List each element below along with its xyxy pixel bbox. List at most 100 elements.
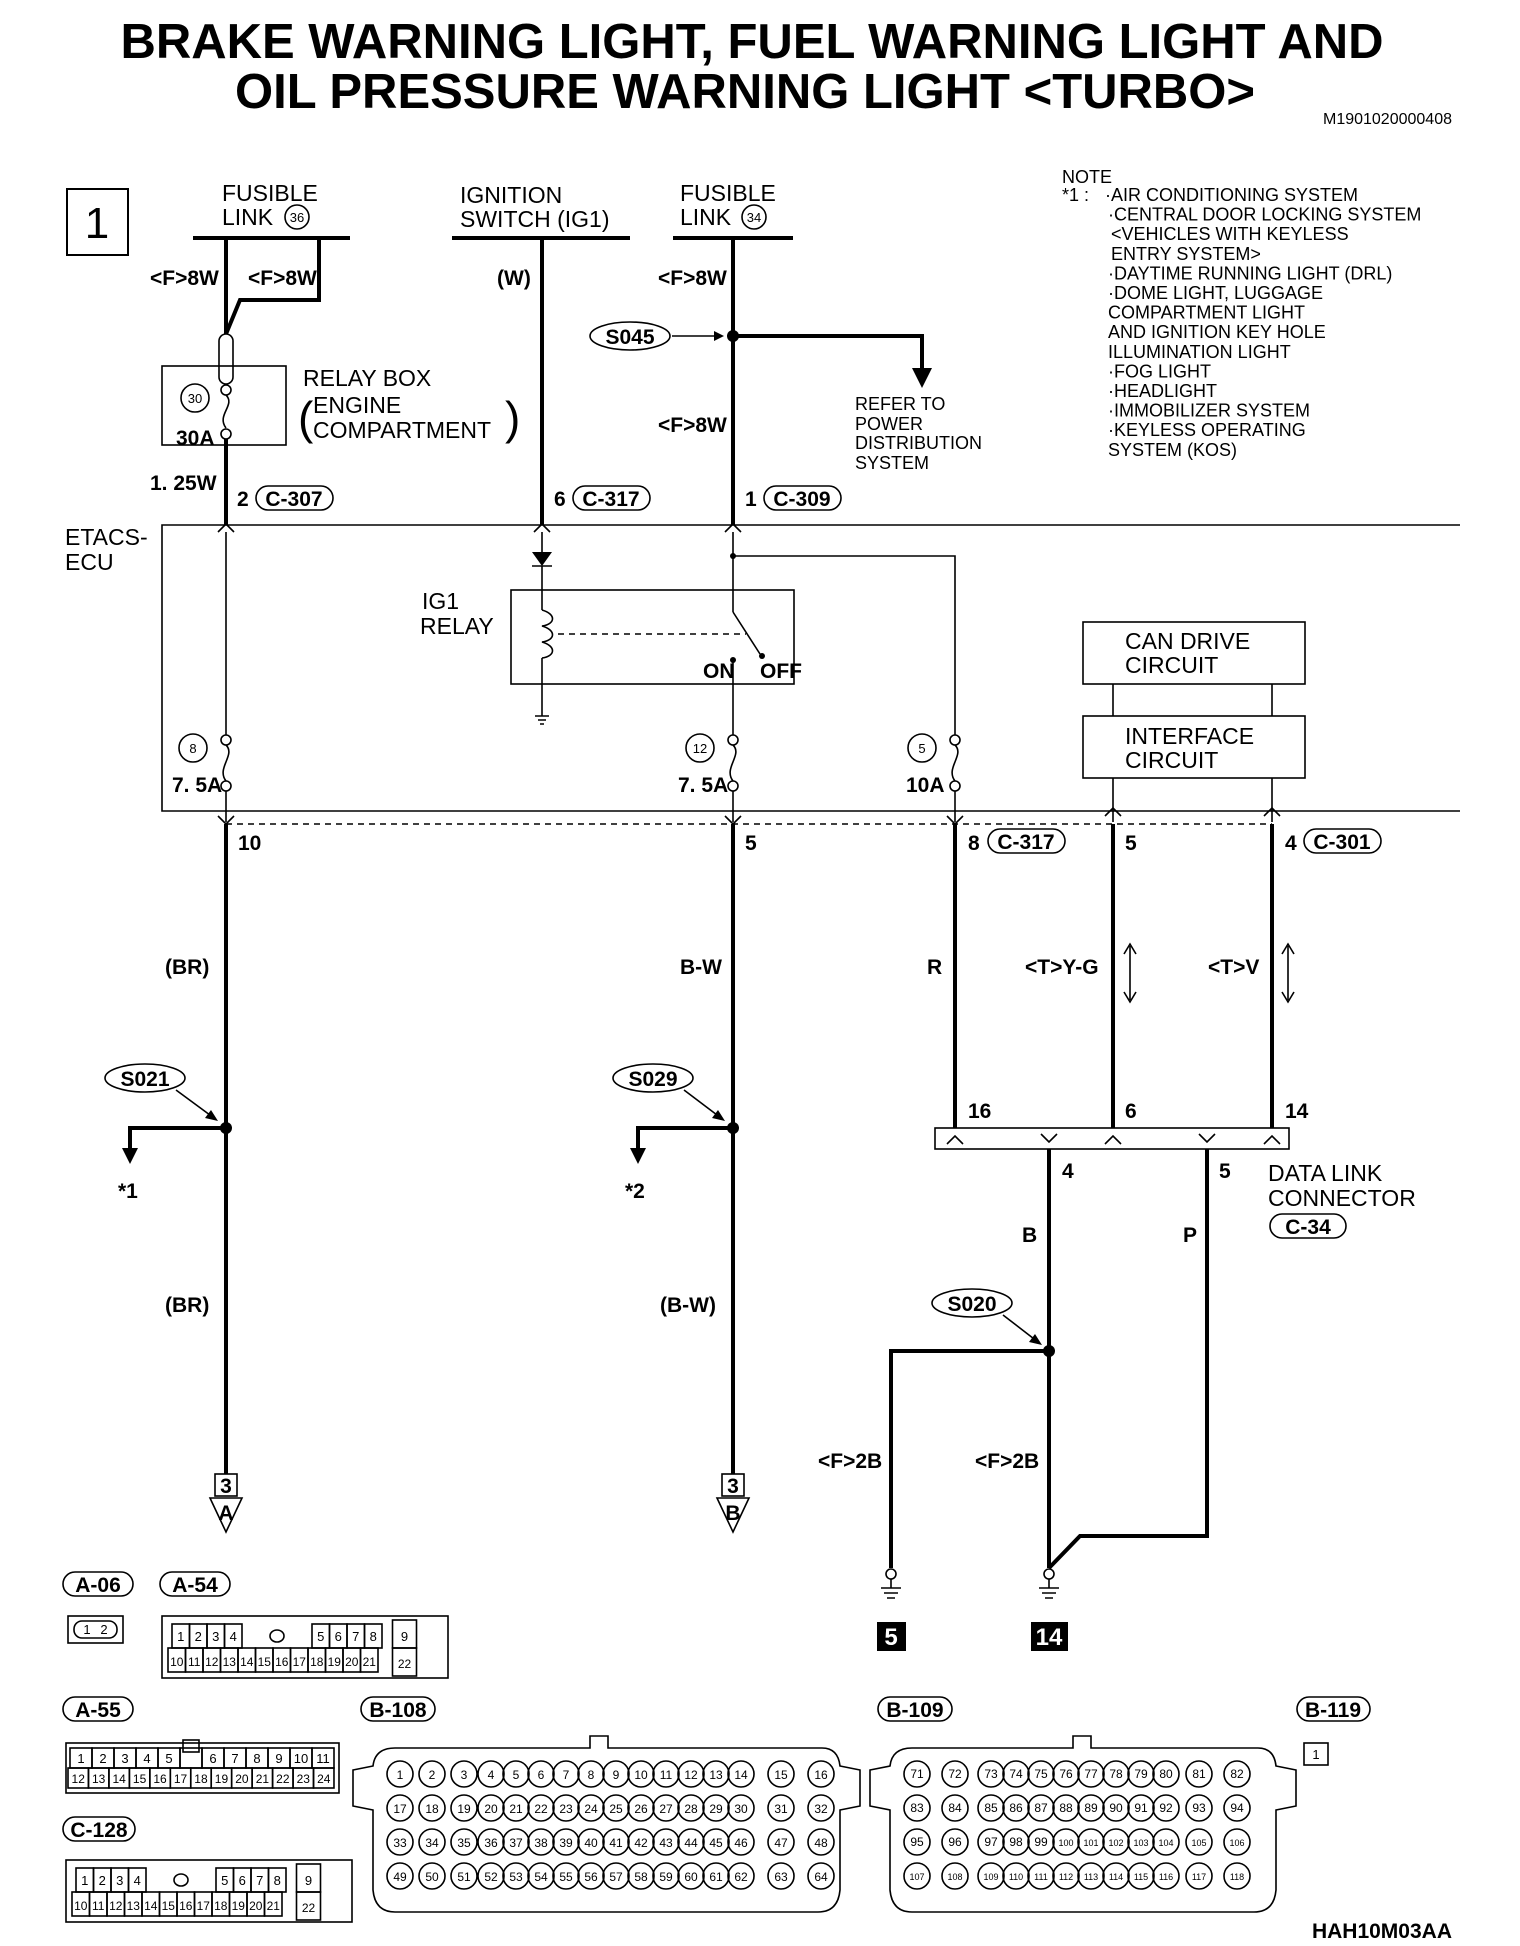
note-item: ·FOG LIGHT	[1108, 361, 1211, 381]
connector-pin-number: 44	[684, 1836, 698, 1850]
connector-pin-number: 8	[253, 1751, 260, 1766]
connector-pin	[418, 1828, 446, 1856]
connector-pin	[577, 1828, 605, 1856]
connector-pin	[577, 1862, 605, 1890]
connector-pin-number: 111	[1034, 1872, 1048, 1882]
ig1-relay-contact-off	[759, 653, 765, 659]
connector-pin-number: 22	[302, 1901, 316, 1915]
connector-pin-number: 46	[734, 1836, 748, 1850]
relay-box-paren-right: )	[505, 392, 520, 444]
connector-pin-number: 1	[177, 1629, 184, 1644]
connector-pin-number: 5	[221, 1873, 228, 1888]
fusible-link-36-num: 36	[290, 210, 304, 225]
connector-pin-number: 5	[317, 1629, 324, 1644]
connector-pin	[450, 1828, 478, 1856]
connector-pin-number: 17	[174, 1772, 188, 1786]
page-number-box	[66, 188, 129, 256]
splice-s029: S029	[628, 1068, 677, 1091]
fuse-5-symbol	[951, 744, 959, 782]
note-item: ·HEADLIGHT	[1108, 381, 1217, 401]
relay-box-label-3: COMPARTMENT	[313, 417, 491, 443]
connector-pin	[767, 1828, 795, 1856]
connector-pin-number: 96	[948, 1835, 962, 1849]
splice-s020: S020	[947, 1293, 996, 1316]
connector-pin-number: 109	[983, 1872, 998, 1882]
continuation-a-triangle	[208, 1497, 244, 1534]
connector-pin-number: 41	[609, 1836, 623, 1850]
connector-pin	[1102, 1828, 1130, 1856]
connector-pin-number: 18	[194, 1772, 208, 1786]
connector-pin	[627, 1760, 655, 1788]
connector-pin	[552, 1760, 580, 1788]
connector-pin	[450, 1794, 478, 1822]
fuse-5-num-circle	[907, 733, 937, 763]
connector-pin-number: 2	[429, 1768, 436, 1782]
connector-pin	[552, 1794, 580, 1822]
connector-pin-number: 1	[81, 1873, 88, 1888]
wire-label-r: R	[927, 956, 942, 979]
refer-to-line-1: REFER TO	[855, 394, 945, 414]
connector-pin-number: 19	[457, 1802, 471, 1816]
connector-pin-number: 95	[910, 1835, 924, 1849]
connector-pin-number: 1	[397, 1768, 404, 1782]
connector-pin	[767, 1794, 795, 1822]
ig1-relay-label-1: IG1	[422, 588, 459, 614]
connector-pin	[602, 1794, 630, 1822]
wire-label-br-2: (BR)	[165, 1294, 209, 1317]
ecu-entry-arrow-right	[724, 522, 742, 533]
connector-pin	[418, 1760, 446, 1788]
refer-to-line-2: POWER	[855, 414, 923, 434]
note-item: ENTRY SYSTEM>	[1111, 244, 1261, 264]
connector-pin	[941, 1760, 969, 1788]
splice-s020-oval	[931, 1288, 1013, 1318]
ground-5-symbol	[881, 1568, 901, 1599]
connector-pin-number: 106	[1229, 1838, 1244, 1848]
connector-pin-number: 61	[709, 1870, 723, 1884]
dlc-pin-4-arrow	[1040, 1133, 1058, 1144]
continuation-a-letter: A	[218, 1502, 233, 1525]
connector-pin-number: 34	[425, 1836, 439, 1850]
connector-pin	[577, 1760, 605, 1788]
connector-pin-number: 1	[77, 1751, 84, 1766]
wire-refer-power-arrowhead	[912, 368, 932, 388]
connector-pin-number: 4	[230, 1629, 237, 1644]
wire-star2	[636, 1126, 733, 1150]
continuation-b-box	[721, 1473, 745, 1497]
connector-pin	[807, 1862, 835, 1890]
connector-pin-number: 2	[99, 1751, 106, 1766]
connector-a06-tag	[62, 1571, 134, 1597]
connector-b109-face	[869, 1735, 1297, 1913]
connector-pin	[477, 1760, 505, 1788]
wire-label-125w: 1. 25W	[150, 472, 217, 495]
connector-pin-number: 12	[684, 1768, 698, 1782]
connector-pin-number: 92	[1159, 1801, 1173, 1815]
ecu-line-to-fuse5	[733, 555, 956, 735]
fusible-link-36-label-2: LINK	[222, 204, 274, 230]
note-item: ·DOME LIGHT, LUGGAGE	[1108, 283, 1323, 303]
ignition-switch-label-1: IGNITION	[460, 182, 562, 208]
connector-pin-number: 101	[1083, 1838, 1098, 1848]
connector-pin	[502, 1828, 530, 1856]
refer-to-line-3: DISTRIBUTION	[855, 433, 982, 453]
connector-pin	[1223, 1794, 1251, 1822]
dlc-pin-5-arrow	[1198, 1133, 1216, 1144]
connector-pin	[1127, 1828, 1155, 1856]
connector-pin	[552, 1828, 580, 1856]
wire-label-b: B	[1022, 1224, 1037, 1247]
connector-pin-number: 82	[1230, 1767, 1244, 1781]
connector-pin	[941, 1862, 969, 1890]
connector-pin-number: 103	[1133, 1838, 1148, 1848]
connector-pin	[727, 1760, 755, 1788]
connector-pin-number: 13	[223, 1655, 237, 1669]
connector-pin-number: 13	[127, 1899, 141, 1913]
relay-box-fusible-element	[218, 333, 234, 385]
connector-pin-number: 53	[509, 1870, 523, 1884]
wire-label-f8w-left-2: <F>8W	[248, 267, 317, 290]
connector-pin	[652, 1862, 680, 1890]
connector-b119-tag	[1296, 1696, 1371, 1722]
note-item: AND IGNITION KEY HOLE	[1108, 322, 1326, 342]
connector-pin-number: 45	[709, 1836, 723, 1850]
fusible-link-34-num: 34	[747, 210, 761, 225]
